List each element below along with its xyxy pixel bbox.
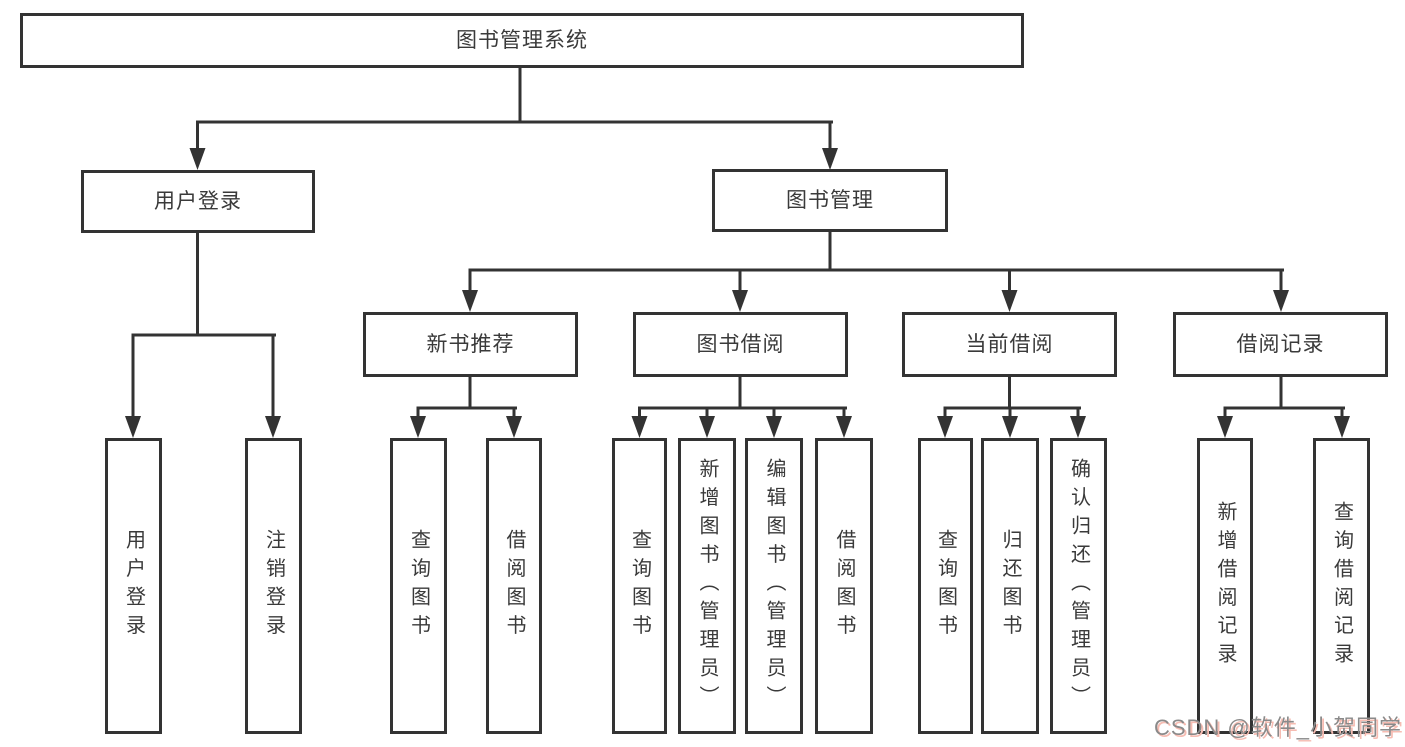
arrowhead xyxy=(410,416,426,438)
leaf-add-borrow-record: 新增借阅记录 xyxy=(1197,438,1253,734)
tree-branch-lines xyxy=(131,66,1345,410)
arrowhead xyxy=(1334,416,1350,438)
leaf-query-book-recommend: 查询图书 xyxy=(390,438,447,734)
leaf-user-login: 用户登录 xyxy=(105,438,162,734)
arrowhead xyxy=(1070,416,1086,438)
arrowhead xyxy=(699,416,715,438)
arrowhead xyxy=(265,416,281,438)
arrowhead xyxy=(1002,416,1018,438)
arrowhead xyxy=(937,416,953,438)
arrowhead xyxy=(836,416,852,438)
leaf-borrow-book-borrow: 借阅图书 xyxy=(815,438,873,734)
arrowhead xyxy=(462,290,478,312)
node-book-borrow: 图书借阅 xyxy=(633,312,848,377)
node-book-management: 图书管理 xyxy=(712,169,948,232)
arrowhead xyxy=(631,416,648,438)
arrowhead xyxy=(506,416,522,438)
arrow-stems xyxy=(131,120,1344,420)
arrowhead xyxy=(766,416,782,438)
leaf-confirm-return-admin: 确认归还（管理员） xyxy=(1050,438,1107,734)
node-new-book-recommend: 新书推荐 xyxy=(363,312,578,377)
arrowhead xyxy=(732,290,748,312)
leaf-borrow-book-recommend: 借阅图书 xyxy=(486,438,542,734)
leaf-query-book-borrow: 查询图书 xyxy=(612,438,667,734)
csdn-watermark: CSDN @软件_小贺同学 xyxy=(1153,715,1402,740)
leaf-logout: 注销登录 xyxy=(245,438,302,734)
arrowhead xyxy=(822,148,838,170)
leaf-edit-book-admin: 编辑图书（管理员） xyxy=(745,438,803,734)
node-root-library-system: 图书管理系统 xyxy=(20,13,1024,68)
node-user-login: 用户登录 xyxy=(81,170,315,233)
leaf-add-book-admin: 新增图书（管理员） xyxy=(678,438,736,734)
node-borrow-record: 借阅记录 xyxy=(1173,312,1388,377)
arrowhead xyxy=(1273,290,1289,312)
arrowhead xyxy=(125,416,141,438)
leaf-return-book: 归还图书 xyxy=(981,438,1039,734)
leaf-query-borrow-record: 查询借阅记录 xyxy=(1313,438,1370,734)
node-current-borrow: 当前借阅 xyxy=(902,312,1117,377)
arrowhead xyxy=(1001,290,1018,312)
arrowhead xyxy=(189,148,206,170)
leaf-query-book-current: 查询图书 xyxy=(918,438,973,734)
arrowhead xyxy=(1217,416,1233,438)
